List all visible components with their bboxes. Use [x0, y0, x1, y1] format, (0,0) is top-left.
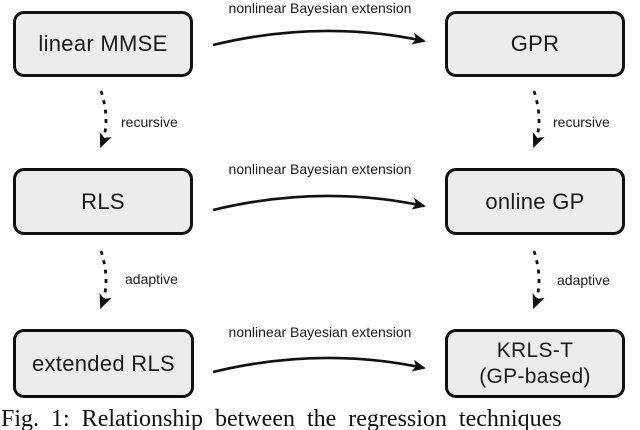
edge-label-nonlinear-bottom: nonlinear Bayesian extension [228, 324, 412, 340]
arrow-gpr-to-online-gp [532, 90, 545, 149]
edge-label-nonlinear-middle: nonlinear Bayesian extension [228, 161, 412, 177]
node-krls-t-label-line1: KRLS-T [496, 338, 574, 362]
arrow-extended-rls-to-krls-t [212, 356, 426, 374]
figure-caption: Fig. 1: Relationship between the regress… [1, 406, 562, 430]
edge-label-recursive-right: recursive [553, 114, 610, 130]
arrow-linear-mmse-to-rls [99, 90, 112, 149]
arrow-online-gp-to-krls-t [532, 250, 545, 310]
node-gpr-label: GPR [510, 31, 560, 56]
edge-label-adaptive-left: adaptive [125, 271, 178, 287]
arrow-rls-to-online-gp [212, 194, 426, 212]
node-online-gp: online GP [445, 168, 625, 235]
edge-label-recursive-left: recursive [121, 114, 178, 130]
node-linear-mmse-label: linear MMSE [38, 31, 168, 56]
edge-label-nonlinear-top: nonlinear Bayesian extension [228, 0, 412, 16]
arrow-rls-to-extended-rls [99, 250, 112, 310]
node-rls-label: RLS [81, 188, 125, 214]
edge-label-adaptive-right: adaptive [557, 272, 610, 288]
node-extended-rls-label: extended RLS [31, 350, 176, 376]
arrow-linear-mmse-to-gpr [212, 29, 426, 47]
node-extended-rls: extended RLS [13, 329, 194, 398]
node-krls-t-label-line2: (GP-based) [479, 364, 591, 388]
node-krls-t: KRLS-T (GP-based) [445, 329, 625, 398]
node-rls: RLS [13, 168, 193, 235]
node-online-gp-label: online GP [485, 188, 585, 214]
node-linear-mmse: linear MMSE [13, 11, 193, 77]
node-gpr: GPR [445, 11, 625, 77]
